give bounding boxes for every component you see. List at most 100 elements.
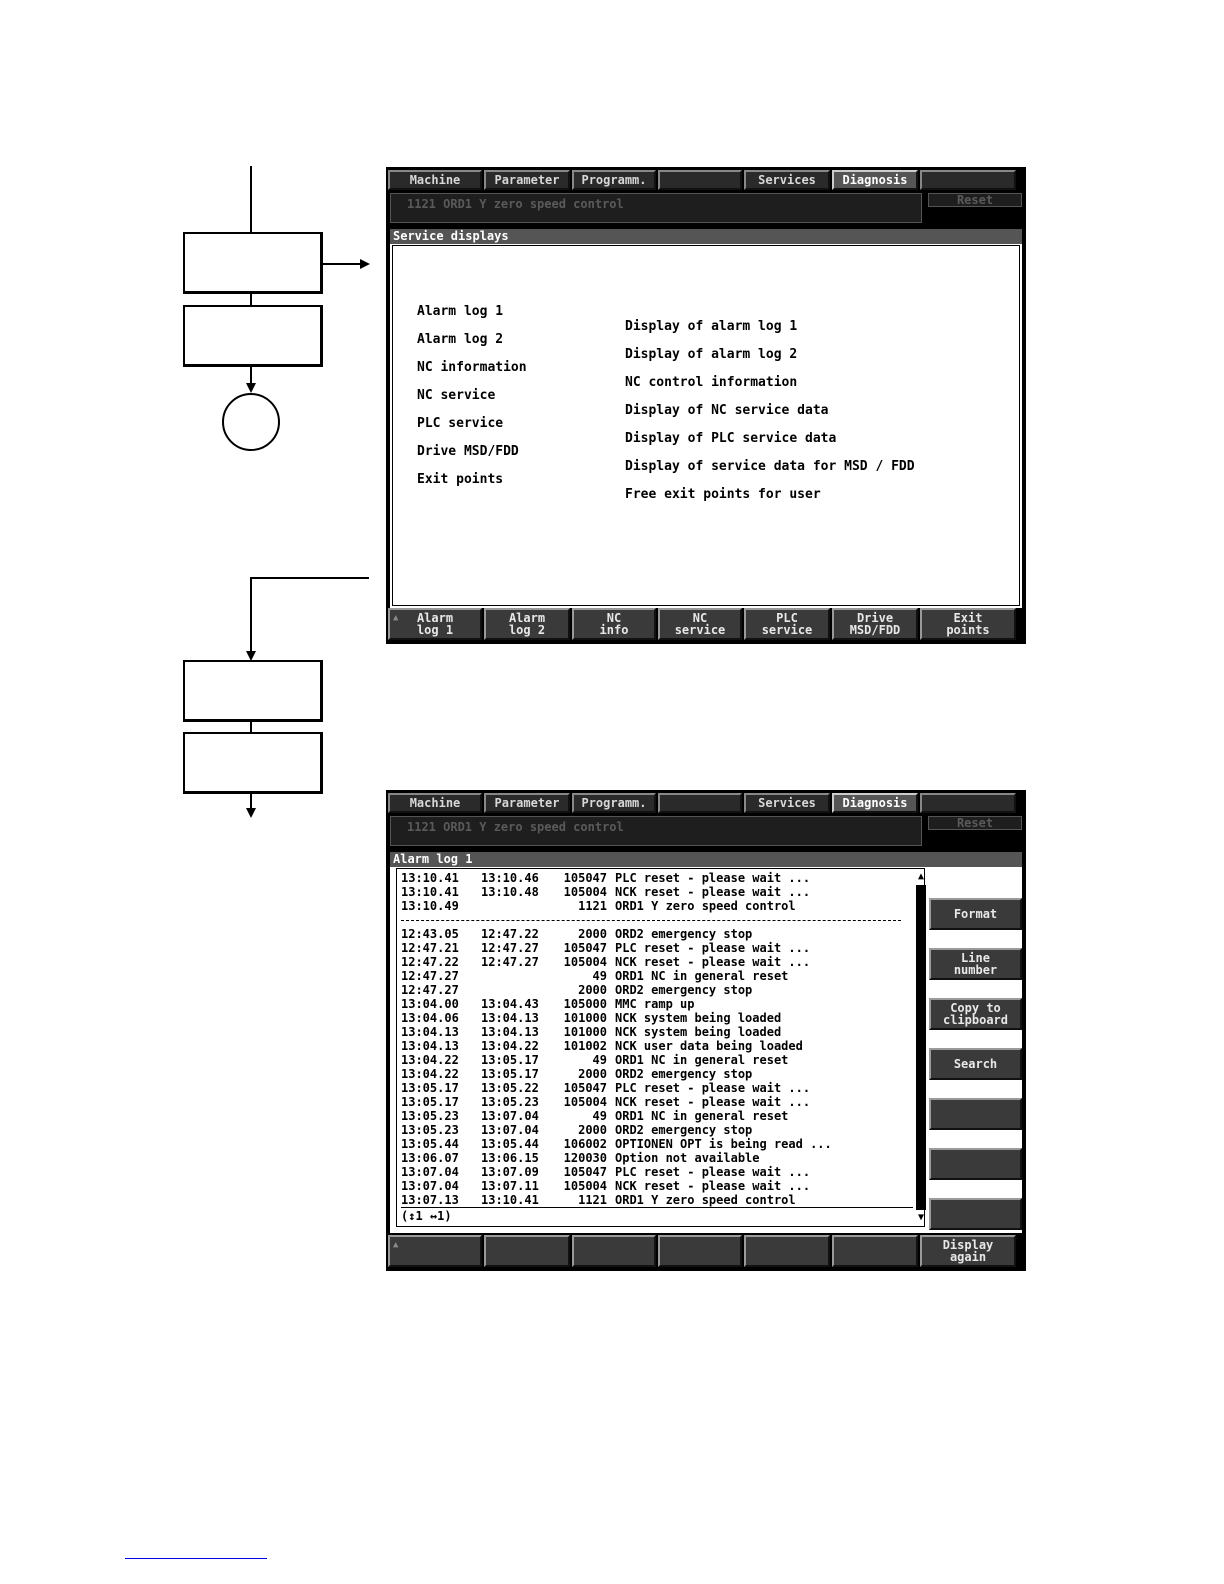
service-item-desc: Display of PLC service data (625, 431, 837, 446)
flow-connector-circle (222, 393, 280, 451)
vertical-softkey-7[interactable] (929, 1198, 1022, 1230)
service-item-key: Drive MSD/FDD (417, 444, 519, 459)
top-menu-bar: Machine Parameter Programm. Services Dia… (388, 792, 1024, 814)
flow-connector-right (322, 263, 360, 265)
flow-arrow-down-1 (246, 383, 256, 393)
reset-button[interactable]: Reset (928, 193, 1022, 207)
flow-arrow-down-2 (246, 651, 256, 661)
service-item-key: Exit points (417, 472, 504, 487)
search-button[interactable]: Search (929, 1048, 1022, 1080)
alarm-message-bar: 1121 ORD1 Y zero speed control (390, 816, 922, 846)
alarm-message-bar: 1121 ORD1 Y zero speed control (390, 193, 922, 223)
vertical-softkey-5[interactable] (929, 1098, 1022, 1130)
flow-line-1 (250, 294, 252, 306)
flow-line-3 (250, 722, 252, 734)
alarm-log-screen: Machine Parameter Programm. Services Dia… (386, 790, 1026, 1271)
scroll-thumb[interactable] (916, 885, 926, 1210)
list-item: Alarm log 2 Display of alarm log 2 (393, 317, 1013, 362)
service-item-desc: Display of service data for MSD / FDD (625, 459, 915, 474)
service-item-desc: Display of NC service data (625, 403, 829, 418)
service-list-frame: Alarm log 1 Display of alarm log 1 Alarm… (392, 245, 1020, 606)
footer-rule (125, 1558, 267, 1559)
scroll-down-icon[interactable]: ▼ (917, 1212, 925, 1223)
softkey-3[interactable] (572, 1235, 656, 1267)
tab-machine[interactable]: Machine (388, 170, 482, 190)
alarm-message-text: 1121 ORD1 Y zero speed control (407, 197, 624, 211)
softkey-4[interactable] (658, 1235, 742, 1267)
flow-step-box-1 (183, 232, 323, 294)
log-separator (401, 920, 901, 921)
tab-parameter[interactable]: Parameter (484, 793, 570, 813)
flow-line-4 (250, 794, 252, 808)
tab-programm[interactable]: Programm. (572, 793, 656, 813)
tab-empty-1[interactable] (658, 793, 742, 813)
vertical-softkey-6[interactable] (929, 1148, 1022, 1180)
flow-step-box-3 (183, 660, 323, 722)
recall-arrow-icon: ▲ (393, 1240, 399, 1250)
flow-line-2 (250, 367, 252, 383)
tab-diagnosis[interactable]: Diagnosis (832, 170, 918, 190)
service-item-key: Alarm log 2 (417, 332, 504, 347)
tab-programm[interactable]: Programm. (572, 170, 656, 190)
flow-step-box-4 (183, 732, 323, 794)
alarm-message-text: 1121 ORD1 Y zero speed control (407, 820, 624, 834)
recall-arrow-icon: ▲ (393, 613, 399, 623)
flow-return-h (250, 577, 369, 579)
log-scrollbar[interactable]: ▲ ▼ (915, 871, 927, 1224)
softkey-6[interactable] (832, 1235, 918, 1267)
list-item: PLC service Display of PLC service data (393, 401, 1013, 446)
flow-arrow-down-3 (246, 808, 256, 818)
status-separator (401, 1207, 913, 1208)
tab-parameter[interactable]: Parameter (484, 170, 570, 190)
list-item: Drive MSD/FDD Display of service data fo… (393, 429, 1013, 474)
service-item-key: NC information (417, 360, 527, 375)
log-position-status: (↕1 ↔1) (401, 1209, 452, 1223)
flow-line-top (250, 166, 252, 234)
softkey-5[interactable] (744, 1235, 830, 1267)
tab-empty-1[interactable] (658, 170, 742, 190)
service-displays-screen: Machine Parameter Programm. Services Dia… (386, 167, 1026, 644)
softkey-2[interactable] (484, 1235, 570, 1267)
page-title: Alarm log 1 (390, 852, 1022, 867)
service-item-desc: Display of alarm log 2 (625, 347, 798, 362)
tab-services[interactable]: Services (744, 170, 830, 190)
flow-step-box-2 (183, 305, 323, 367)
flow-return-v (250, 577, 252, 651)
list-item: NC service Display of NC service data (393, 373, 1013, 418)
tab-empty-2[interactable] (920, 170, 1016, 190)
list-item: NC information NC control information (393, 345, 1013, 390)
flow-arrow-right (360, 259, 370, 269)
service-item-key: NC service (417, 388, 496, 403)
format-button[interactable]: Format (929, 898, 1022, 930)
service-item-desc: Free exit points for user (625, 487, 821, 502)
list-item: Exit points Free exit points for user (393, 457, 1013, 502)
tab-empty-2[interactable] (920, 793, 1016, 813)
scroll-up-icon[interactable]: ▲ (917, 871, 925, 882)
service-item-key: PLC service (417, 416, 504, 431)
top-menu-bar: Machine Parameter Programm. Services Dia… (388, 169, 1024, 191)
service-content-panel: Service displays Alarm log 1 Display of … (390, 229, 1022, 608)
softkey-1[interactable]: ▲ (388, 1235, 482, 1267)
service-item-key: Alarm log 1 (417, 304, 504, 319)
tab-machine[interactable]: Machine (388, 793, 482, 813)
reset-button[interactable]: Reset (928, 816, 1022, 830)
tab-services[interactable]: Services (744, 793, 830, 813)
tab-diagnosis[interactable]: Diagnosis (832, 793, 918, 813)
service-item-desc: Display of alarm log 1 (625, 319, 798, 334)
list-item: Alarm log 1 Display of alarm log 1 (393, 289, 1013, 334)
page-title: Service displays (390, 229, 1022, 244)
